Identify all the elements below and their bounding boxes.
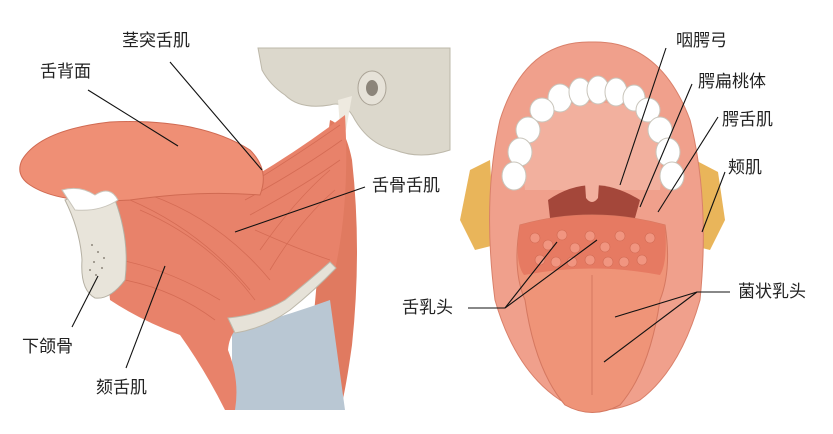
label-genioglossus: 颏舌肌 [96, 378, 147, 398]
lateral-view [19, 47, 451, 410]
label-palatopharyngeal-arch: 咽腭弓 [676, 31, 727, 51]
label-buccinator: 颊肌 [728, 158, 762, 178]
papillae-region [517, 215, 666, 275]
hyoid-bone [227, 261, 337, 334]
label-fungiform-papillae: 菌状乳头 [738, 282, 806, 302]
mandible-bone [64, 194, 127, 299]
label-palatine-tonsil: 腭扁桃体 [698, 72, 766, 92]
upper-teeth [501, 75, 685, 191]
label-mandible: 下颌骨 [22, 337, 73, 357]
skull-bone [257, 47, 451, 156]
label-palatoglossus: 腭舌肌 [722, 110, 773, 130]
left-cheek-fat [460, 160, 495, 250]
cartilage [232, 300, 345, 410]
frontal-view [460, 41, 725, 413]
hard-palate [524, 102, 661, 190]
uvula [584, 164, 600, 202]
lower-teeth [61, 187, 119, 211]
tongue-dorsum [19, 121, 264, 202]
label-tongue-dorsum: 舌背面 [40, 62, 91, 82]
label-lingual-papillae: 舌乳头 [402, 298, 453, 318]
leader-lines [71, 47, 730, 369]
label-styloglossus: 茎突舌肌 [122, 31, 190, 51]
label-hyoglossus: 舌骨舌肌 [372, 176, 440, 196]
